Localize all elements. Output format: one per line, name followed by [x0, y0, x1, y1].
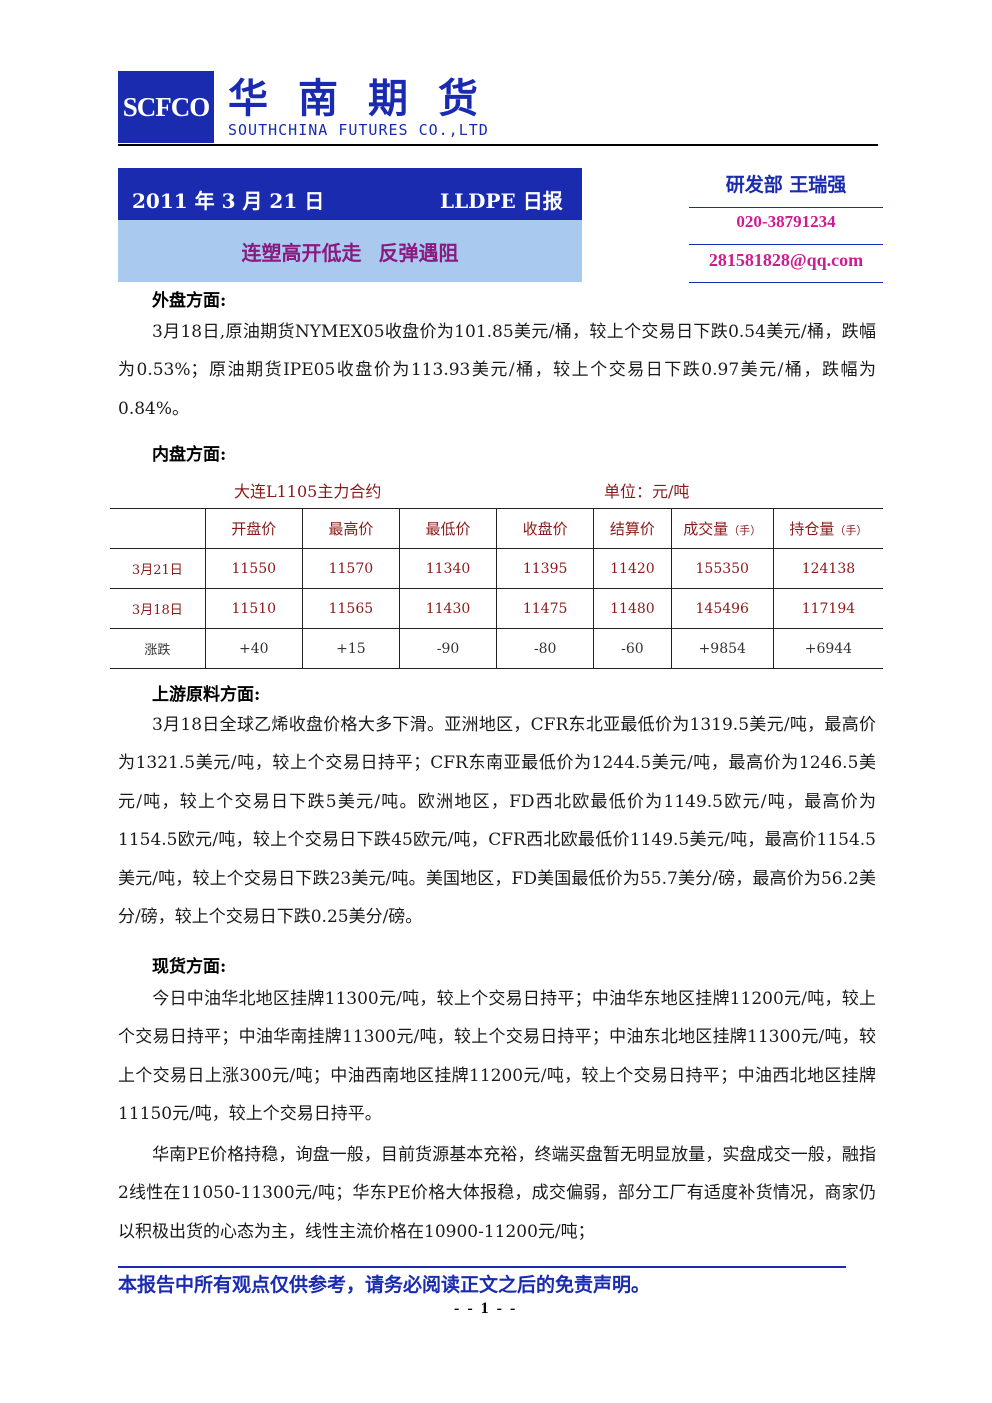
table-cell: 11570: [301, 548, 400, 589]
brand-name-cn: 华南期货: [228, 75, 508, 122]
analyst-phone: 020-38791234: [736, 212, 836, 231]
paragraph-spot-2: 华南PE价格持稳，询盘一般，目前货源基本充裕，终端买盘暂无明显放量，实盘成交一般…: [118, 1145, 876, 1242]
contact-divider: [689, 244, 883, 245]
table-cell: 11480: [593, 588, 672, 629]
table-header-cell: 开盘价: [204, 508, 303, 549]
table-cell: -80: [496, 628, 595, 669]
paragraph-overseas: 3月18日,原油期货NYMEX05收盘价为101.85美元/桶，较上个交易日下跌…: [118, 322, 876, 419]
footer-divider: [118, 1266, 846, 1268]
table-cell: 11510: [204, 588, 303, 629]
table-cell: +15: [301, 628, 400, 669]
report-type: LLDPE 日报: [440, 189, 563, 213]
table-row: 3月18日 11510 11565 11430 11475 11480 1454…: [110, 588, 883, 629]
table-cell: 11430: [398, 588, 498, 629]
header-divider: [118, 144, 878, 146]
table-cell: +6944: [772, 628, 883, 669]
report-title-bar: 2011 年 3 月 21 日 LLDPE 日报: [118, 168, 582, 220]
report-subtitle-bar: 连塑高开低走 反弹遇阻: [118, 220, 582, 282]
table-header-corner: [110, 508, 206, 549]
report-subtitle: 连塑高开低走 反弹遇阻: [241, 240, 459, 265]
table-cell: 11565: [301, 588, 400, 629]
analyst-email[interactable]: 281581828@qq.com: [708, 250, 864, 270]
contact-divider: [689, 282, 883, 283]
table-cell: +9854: [670, 628, 774, 669]
table-cell: 155350: [670, 548, 774, 589]
page-number: - - 1 - -: [454, 1300, 518, 1317]
section-heading-spot: 现货方面:: [152, 957, 227, 977]
section-heading-overseas: 外盘方面:: [152, 291, 227, 311]
table-cell: 11395: [496, 548, 595, 589]
table-unit: 单位：元/吨: [604, 482, 690, 501]
table-header-cell: 结算价: [593, 508, 672, 549]
report-date: 2011 年 3 月 21 日: [132, 189, 325, 213]
table-row: 3月21日 11550 11570 11340 11395 11420 1553…: [110, 548, 883, 589]
table-header-cell: 持仓量（手）: [772, 508, 883, 549]
table-cell: 11420: [593, 548, 672, 589]
table-header-cell: 最高价: [301, 508, 400, 549]
analyst-name: 研发部 王瑞强: [725, 174, 847, 196]
futures-quote-table: 开盘价 最高价 最低价 收盘价 结算价 成交量（手） 持仓量（手） 3月21日 …: [110, 508, 883, 669]
table-header-cell: 成交量（手）: [670, 508, 774, 549]
table-cell: 117194: [772, 588, 883, 629]
table-cell: 11475: [496, 588, 595, 629]
paragraph-spot-1: 今日中油华北地区挂牌11300元/吨，较上个交易日持平；中油华东地区挂牌1120…: [118, 989, 876, 1125]
table-header-cell: 收盘价: [496, 508, 595, 549]
paragraph-upstream: 3月18日全球乙烯收盘价格大多下滑。亚洲地区，CFR东北亚最低价为1319.5美…: [118, 715, 876, 928]
section-heading-domestic: 内盘方面:: [152, 445, 227, 465]
table-row-label: 3月21日: [110, 548, 206, 589]
table-header-row: 开盘价 最高价 最低价 收盘价 结算价 成交量（手） 持仓量（手）: [110, 508, 883, 549]
table-cell: 145496: [670, 588, 774, 629]
disclaimer: 本报告中所有观点仅供参考，请务必阅读正文之后的免责声明。: [118, 1274, 651, 1296]
table-cell: -60: [593, 628, 672, 669]
table-row-label: 3月18日: [110, 588, 206, 629]
table-caption: 大连L1105主力合约: [234, 482, 382, 501]
table-row: 涨跌 +40 +15 -90 -80 -60 +9854 +6944: [110, 628, 883, 669]
section-heading-upstream: 上游原料方面:: [152, 685, 261, 705]
table-cell: 11550: [204, 548, 303, 589]
table-cell: 124138: [772, 548, 883, 589]
table-cell: -90: [398, 628, 498, 669]
table-header-cell: 最低价: [398, 508, 498, 549]
company-logo: SCFCO: [118, 71, 214, 143]
brand-name-en: SOUTHCHINA FUTURES CO.,LTD: [228, 121, 489, 139]
table-cell: 11340: [398, 548, 498, 589]
contact-divider: [689, 207, 883, 208]
table-row-label: 涨跌: [110, 628, 206, 669]
table-cell: +40: [204, 628, 303, 669]
